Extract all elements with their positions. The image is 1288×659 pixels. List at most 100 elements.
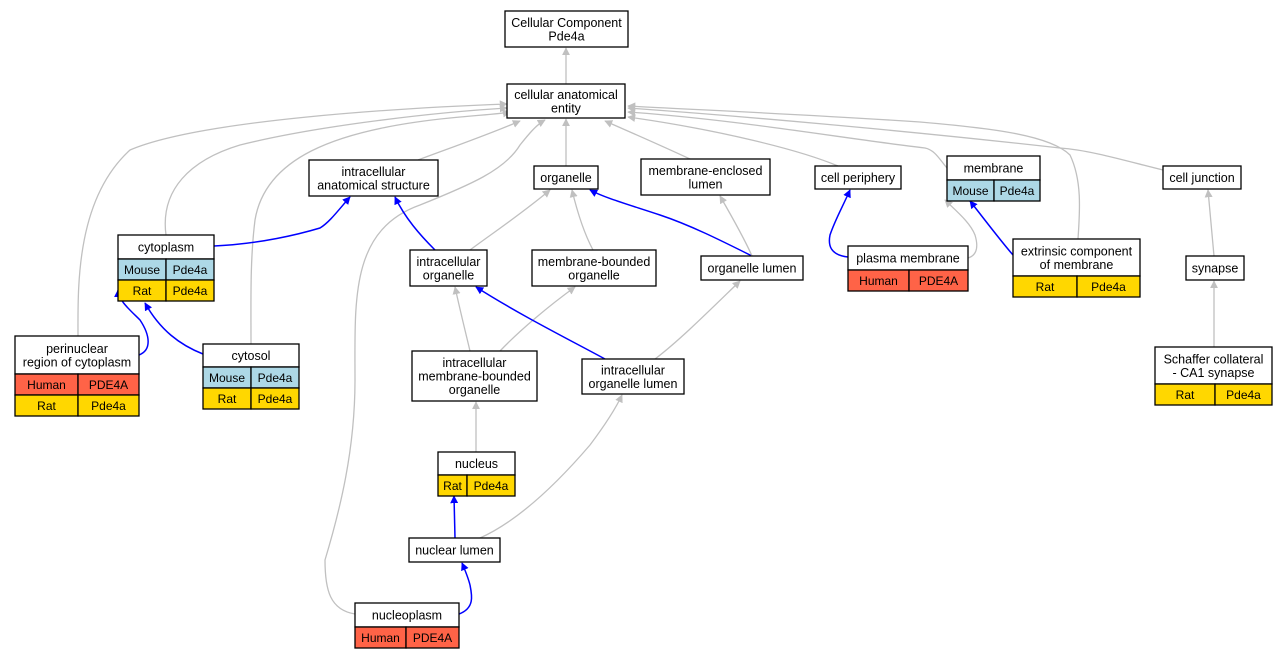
node-label-line: anatomical structure — [317, 178, 430, 192]
edge-ias-to-cae — [417, 120, 521, 161]
node-label-line: organelle — [568, 268, 619, 282]
gene-label: PDE4A — [919, 274, 958, 288]
node-header-box — [506, 83, 626, 119]
gene-label: Pde4a — [173, 284, 208, 298]
gene-label: Pde4a — [1000, 184, 1035, 198]
gene-cell — [1076, 275, 1141, 298]
node-label-line: perinuclear — [46, 342, 108, 356]
node-organelle[interactable]: organelle — [533, 165, 599, 190]
gene-cell — [250, 387, 300, 410]
edge-membrane-to-cae — [627, 108, 948, 169]
gene-label: Pde4a — [91, 399, 126, 413]
node-label-line: lumen — [688, 177, 722, 191]
node-label-line: nuclear lumen — [415, 544, 494, 558]
node-header-box — [814, 165, 902, 190]
node-label-line: - CA1 synapse — [1173, 366, 1255, 380]
node-header-box — [640, 158, 771, 196]
node-label-line: intracellular — [443, 356, 507, 370]
node-label-line: intracellular — [601, 363, 665, 377]
node-label-line: Pde4a — [548, 29, 584, 43]
edge-iol-to-orglumen — [654, 280, 741, 360]
node-celljunc[interactable]: cell junction — [1162, 165, 1242, 190]
gene-cell — [77, 394, 140, 417]
node-label-line: membrane-bounded — [538, 255, 651, 269]
node-header-box — [409, 249, 488, 287]
species-label: Mouse — [952, 184, 988, 198]
node-label-line: extrinsic component — [1021, 244, 1133, 258]
edge-nucleoplasm-to-cae — [324, 119, 546, 615]
gene-label: PDE4A — [413, 631, 452, 645]
edge-extmem-to-cae — [627, 102, 1081, 240]
species-label: Mouse — [209, 371, 245, 385]
node-header-box — [531, 249, 657, 287]
edge-orglumen-to-organelle — [589, 189, 753, 257]
gene-cell — [466, 474, 516, 497]
node-nuclumen[interactable]: nuclear lumen — [408, 537, 501, 563]
edge-synapse-to-celljunc — [1204, 189, 1215, 257]
node-label-line: entity — [551, 101, 582, 115]
gene-label: Pde4a — [258, 392, 293, 406]
edge-cytosol-to-cytoplasm — [144, 302, 204, 355]
gene-cell — [405, 626, 460, 649]
node-header-box — [408, 537, 501, 563]
node-label-line: Schaffer collateral — [1164, 352, 1264, 366]
gene-label: Pde4a — [1091, 280, 1126, 294]
node-header-box — [1185, 255, 1245, 281]
node-label-line: organelle — [449, 383, 500, 397]
edge-plasmamem-to-cellper — [828, 189, 851, 258]
species-label: Rat — [133, 284, 152, 298]
node-header-box — [581, 358, 685, 395]
edge-celljunc-to-cae — [627, 104, 1164, 171]
node-label-line: organelle lumen — [589, 377, 678, 391]
edge-extmem-to-membrane — [969, 200, 1014, 256]
edge-intorg-to-organelle — [469, 189, 551, 251]
node-label-line: plasma membrane — [856, 252, 960, 266]
edge-imbo-to-mbo — [499, 286, 576, 352]
gene-label: Pde4a — [258, 371, 293, 385]
species-label: Rat — [1036, 280, 1055, 294]
node-header-box — [700, 255, 804, 281]
node-header-box — [308, 159, 439, 197]
edge-nuclumen-to-nucleus — [450, 495, 459, 539]
node-label-line: cell junction — [1169, 171, 1234, 185]
edge-plasmamem-to-membrane — [944, 199, 978, 259]
node-orglumen[interactable]: organelle lumen — [700, 255, 804, 281]
node-label-line: nucleoplasm — [372, 609, 442, 623]
species-label: Human — [361, 631, 400, 645]
edges-layer — [77, 47, 1218, 615]
edge-nucleoplasm-to-nuclumen — [458, 562, 473, 615]
node-label-line: Cellular Component — [511, 16, 622, 30]
node-label-line: cytoplasm — [138, 241, 194, 255]
gene-cell — [993, 179, 1041, 202]
node-cellper[interactable]: cell periphery — [814, 165, 902, 190]
node-label-line: intracellular — [417, 255, 481, 269]
edge-nuclumen-to-iol — [479, 394, 623, 539]
node-header-box — [14, 335, 140, 375]
gene-cell — [1214, 383, 1273, 406]
species-label: Rat — [218, 392, 237, 406]
edge-cellper-to-cae — [627, 114, 839, 167]
edge-mel-to-cae — [604, 120, 691, 160]
node-synapse[interactable]: synapse — [1185, 255, 1245, 281]
gene-cell — [165, 279, 215, 302]
node-header-box — [533, 165, 599, 190]
gene-cell — [908, 269, 969, 292]
